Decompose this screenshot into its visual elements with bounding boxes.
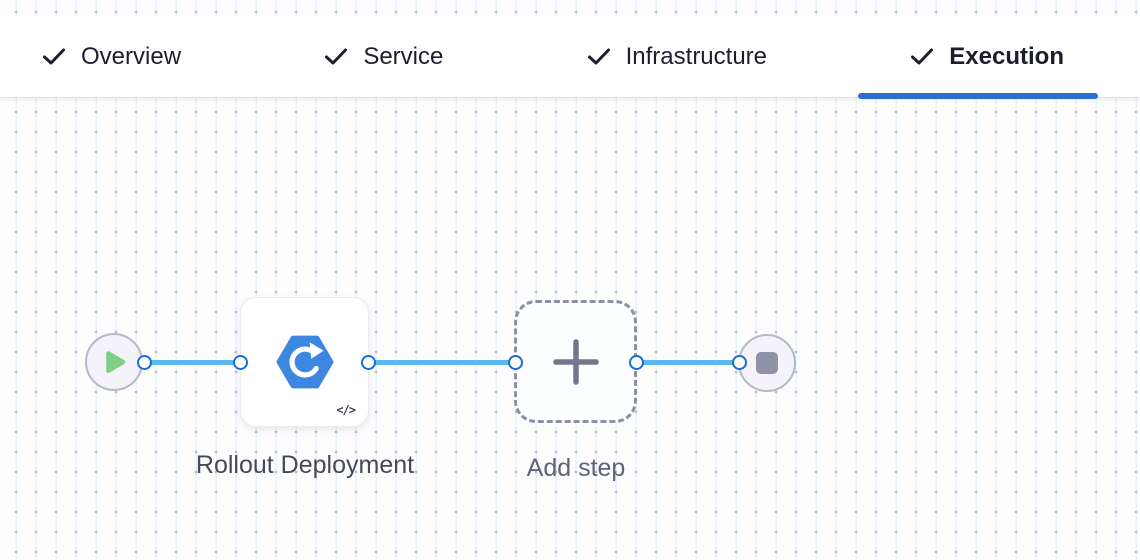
tab-service[interactable]: Service: [324, 43, 443, 71]
check-icon: [42, 47, 66, 66]
tab-execution[interactable]: Execution: [910, 43, 1064, 71]
rolling-update-hexagon-icon: [275, 335, 335, 389]
plus-icon: [552, 338, 600, 386]
step-node-label: Rollout Deployment: [195, 451, 415, 479]
stop-icon: [756, 352, 778, 374]
tab-infrastructure[interactable]: Infrastructure: [587, 43, 767, 71]
tab-label: Infrastructure: [625, 42, 768, 70]
pipeline-end-node: [738, 334, 796, 392]
pipeline-start-node: [85, 333, 143, 391]
tab-label: Service: [363, 42, 444, 70]
edge-addstep-to-end: [636, 360, 740, 365]
tab-overview[interactable]: Overview: [42, 43, 181, 71]
step-node-rollout-deployment[interactable]: </>: [240, 297, 369, 427]
check-icon: [587, 47, 611, 66]
check-icon: [324, 47, 348, 66]
port-start-out[interactable]: [137, 355, 152, 370]
code-glyph: </>: [336, 403, 356, 417]
port-end-in[interactable]: [732, 355, 747, 370]
port-addstep-in[interactable]: [508, 355, 523, 370]
edge-step-to-addstep: [368, 360, 516, 365]
port-addstep-out[interactable]: [629, 355, 644, 370]
add-step-label: Add step: [526, 454, 626, 482]
pipeline-stage-tabbar: Overview Service Infrastructure Executio…: [0, 16, 1140, 99]
tab-label: Overview: [81, 42, 182, 70]
port-step-in[interactable]: [233, 355, 248, 370]
tab-label: Execution: [949, 42, 1064, 70]
active-tab-underline: [858, 93, 1098, 99]
check-icon: [910, 47, 934, 66]
port-step-out[interactable]: [361, 355, 376, 370]
edge-start-to-step: [145, 360, 241, 365]
play-icon: [105, 350, 127, 374]
add-step-node[interactable]: [514, 300, 637, 423]
